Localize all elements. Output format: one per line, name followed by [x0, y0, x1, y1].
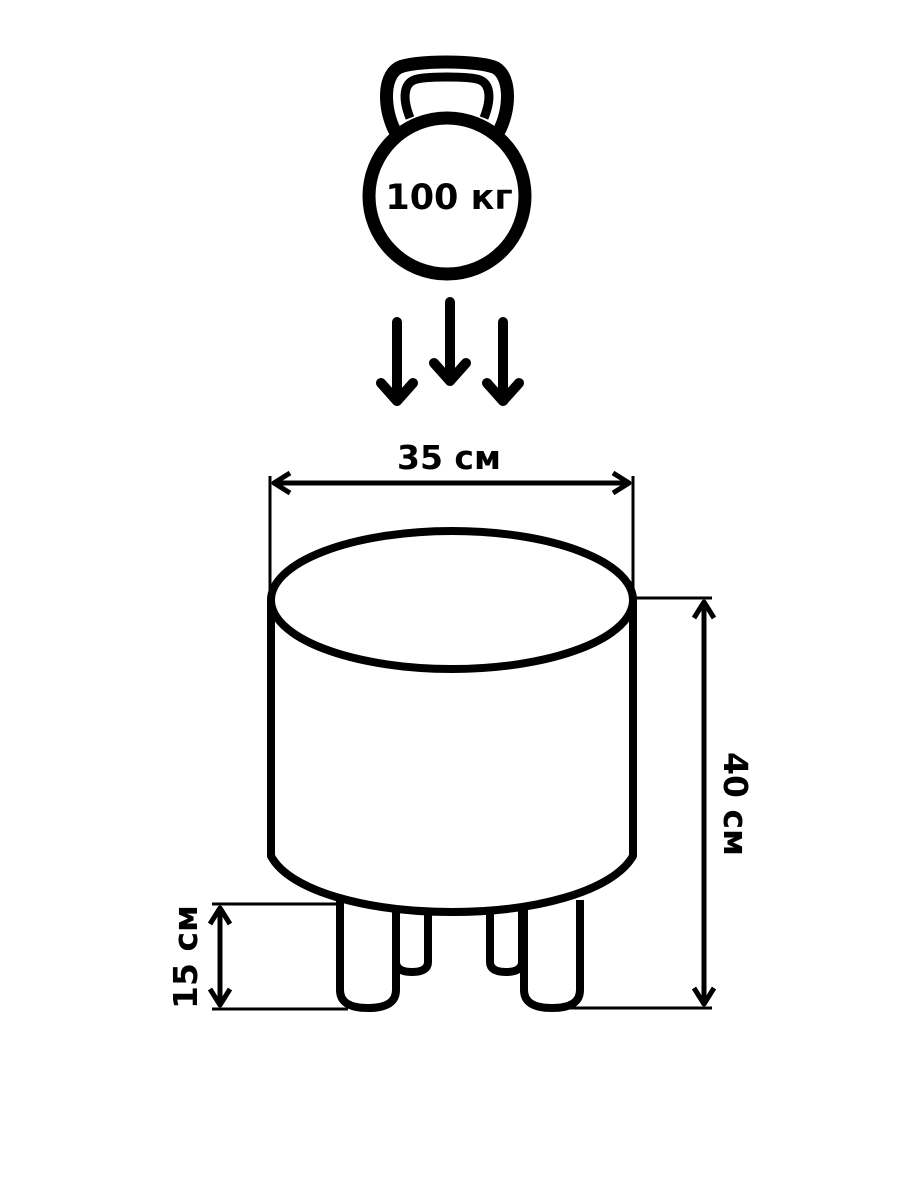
height-arrowhead-bottom — [691, 986, 717, 1007]
kettlebell-handle — [380, 55, 514, 137]
height-arrowhead-top — [691, 599, 717, 620]
height-dimension — [560, 596, 717, 1010]
width-arrowhead-left — [271, 470, 292, 496]
leg-front-right — [520, 900, 584, 1013]
legs — [336, 900, 584, 1013]
down-arrow-icon — [482, 317, 524, 406]
width-label: 35 см — [397, 438, 501, 477]
down-arrow-icon — [376, 317, 418, 406]
leg-arrowhead-bottom — [207, 987, 233, 1008]
kettlebell-handle-inner — [400, 72, 494, 120]
kettlebell-icon — [362, 55, 532, 281]
leg-height-dimension — [207, 902, 348, 1011]
leg-height-label: 15 см — [166, 905, 205, 1009]
pouf-seat-top — [267, 527, 637, 673]
kettlebell-body — [362, 111, 532, 281]
leg-front-left — [336, 900, 400, 1013]
down-arrow-icon — [429, 297, 471, 386]
load-arrows — [376, 297, 524, 406]
height-label: 40 см — [716, 752, 755, 856]
width-arrowhead-right — [611, 470, 632, 496]
leg-arrowhead-top — [207, 905, 233, 926]
pouf-side — [267, 596, 637, 916]
width-dimension — [268, 470, 635, 602]
pouf-cylinder — [267, 527, 637, 916]
weight-label: 100 кг — [385, 178, 512, 218]
